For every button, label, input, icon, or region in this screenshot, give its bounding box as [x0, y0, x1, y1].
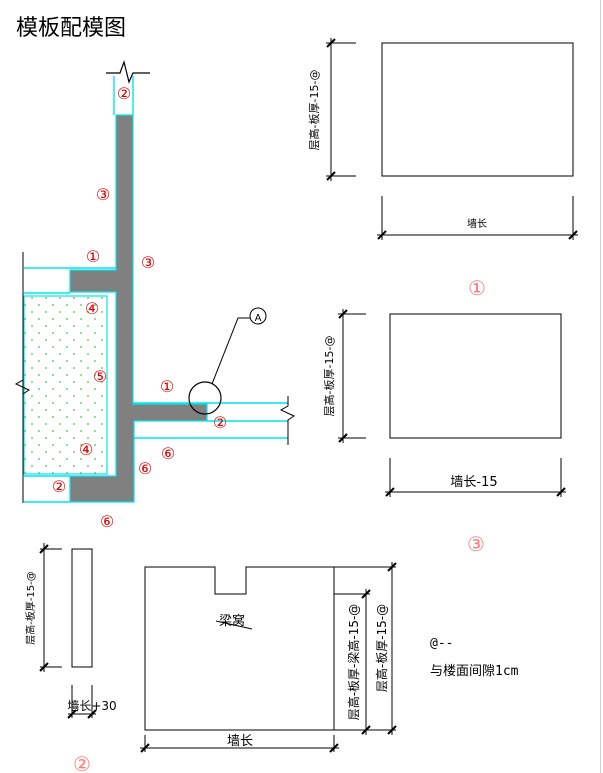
- panel-2-width-dim: 墙长+30: [67, 699, 116, 713]
- note-line-1: @--: [430, 636, 454, 651]
- panel-1-width-dim: 墙长: [467, 217, 487, 230]
- marker-4-top: ④: [85, 299, 99, 318]
- marker-2-bottom: ②: [52, 477, 66, 496]
- beam-notch-label: 梁窝: [219, 613, 245, 629]
- marker-2-right: ②: [213, 413, 227, 432]
- panel-3-label: ③: [467, 532, 485, 556]
- panel-2-label: ②: [73, 752, 91, 773]
- panel-1: [326, 38, 578, 240]
- marker-2-top: ②: [117, 84, 131, 103]
- panel-2: [39, 543, 97, 719]
- note-line-2: 与楼面间隙1cm: [430, 664, 519, 679]
- marker-1-left: ①: [86, 247, 100, 266]
- panel-1-label: ①: [468, 276, 486, 300]
- marker-6-right: ⑥: [161, 444, 175, 463]
- wall-panel-height-dim-1: 层高-板厚-梁高-15-@: [346, 604, 361, 721]
- detail-circle: [188, 381, 222, 415]
- marker-1-right: ①: [160, 377, 174, 396]
- slab-infill: [23, 295, 108, 475]
- wall-panel-height-dim-2: 层高-板厚-15-@: [374, 604, 389, 692]
- panel-3: [338, 309, 566, 497]
- wall-panel-width-dim: 墙长: [227, 734, 253, 749]
- marker-5: ⑤: [93, 367, 107, 386]
- panel-2-height-dim: 层高-板厚-15-@: [24, 571, 37, 645]
- break-line-top: [106, 59, 150, 84]
- marker-6-mid: ⑥: [138, 459, 152, 478]
- detail-callout-circle: [249, 307, 267, 325]
- panel-3-height-dim: 层高-板厚-15-@: [322, 336, 336, 417]
- wall-panel: [140, 562, 397, 753]
- section-detail: [14, 59, 296, 503]
- marker-4-bottom: ④: [79, 440, 93, 459]
- panel-1-height-dim: 层高-板厚-15-@: [307, 70, 321, 151]
- page-title: 模板配模图: [16, 16, 127, 41]
- marker-3-left: ③: [96, 185, 110, 204]
- marker-6-bottom: ⑥: [100, 512, 114, 531]
- detail-callout-label: A: [255, 313, 262, 324]
- marker-3-right: ③: [141, 253, 155, 272]
- panel-3-width-dim: 墙长-15: [450, 475, 497, 490]
- page-border: [600, 0, 601, 773]
